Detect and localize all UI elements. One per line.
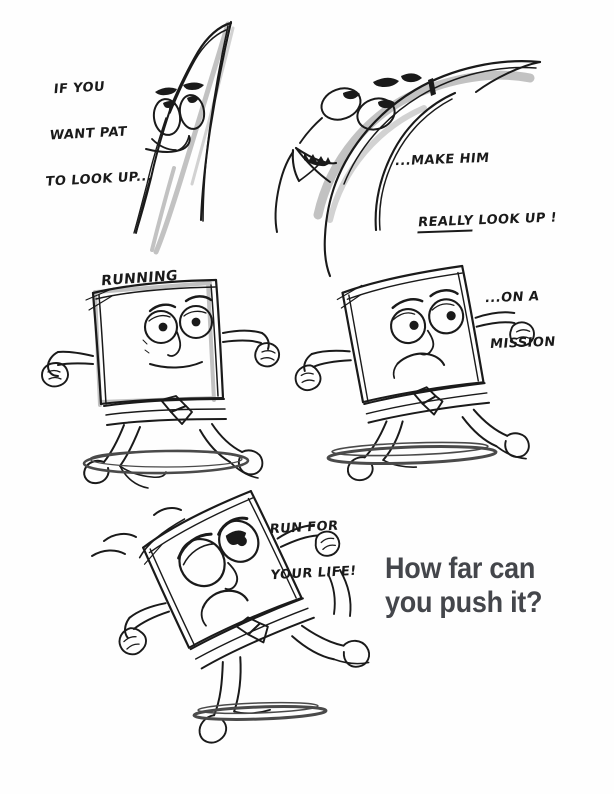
figure-shadow <box>82 449 250 475</box>
annotation-line: RUNNING <box>100 267 179 290</box>
motion-line <box>103 532 137 542</box>
annotation-line: ...MAKE HIM <box>394 150 491 170</box>
annotation-line: YOUR LIFE! <box>265 563 358 584</box>
annotation-line: WANT PAT <box>49 124 128 144</box>
caption-how-far-can-you-push-it: How far can you push it? <box>385 552 543 619</box>
annotation-run-for-your-life: RUN FOR YOUR LIFE! <box>262 487 363 614</box>
annotation-line: IF YOU <box>53 79 106 98</box>
annotation-on-a-mission: ...ON A MISSION <box>476 258 564 383</box>
annotation-line: TO LOOK UP... <box>44 168 153 190</box>
figure-shadow <box>326 444 498 466</box>
underlined-word: REALLY <box>416 213 475 234</box>
annotation-line-rest: LOOK UP ! <box>472 210 558 229</box>
annotation-line: ...ON A <box>484 289 540 307</box>
annotation-line-underlined: REALLY LOOK UP ! <box>386 194 559 248</box>
annotation-if-you-want-pat: IF YOU WANT PAT TO LOOK UP... <box>42 46 163 220</box>
annotation-line: MISSION <box>479 334 557 353</box>
annotation-line: RUN FOR <box>269 518 339 538</box>
annotation-make-him-really-look-up: ...MAKE HIM REALLY LOOK UP ! <box>383 118 568 278</box>
annotation-running: RUNNING <box>98 236 180 323</box>
motion-line <box>153 506 182 516</box>
figure-shadow <box>192 705 328 721</box>
motion-line <box>91 549 126 557</box>
